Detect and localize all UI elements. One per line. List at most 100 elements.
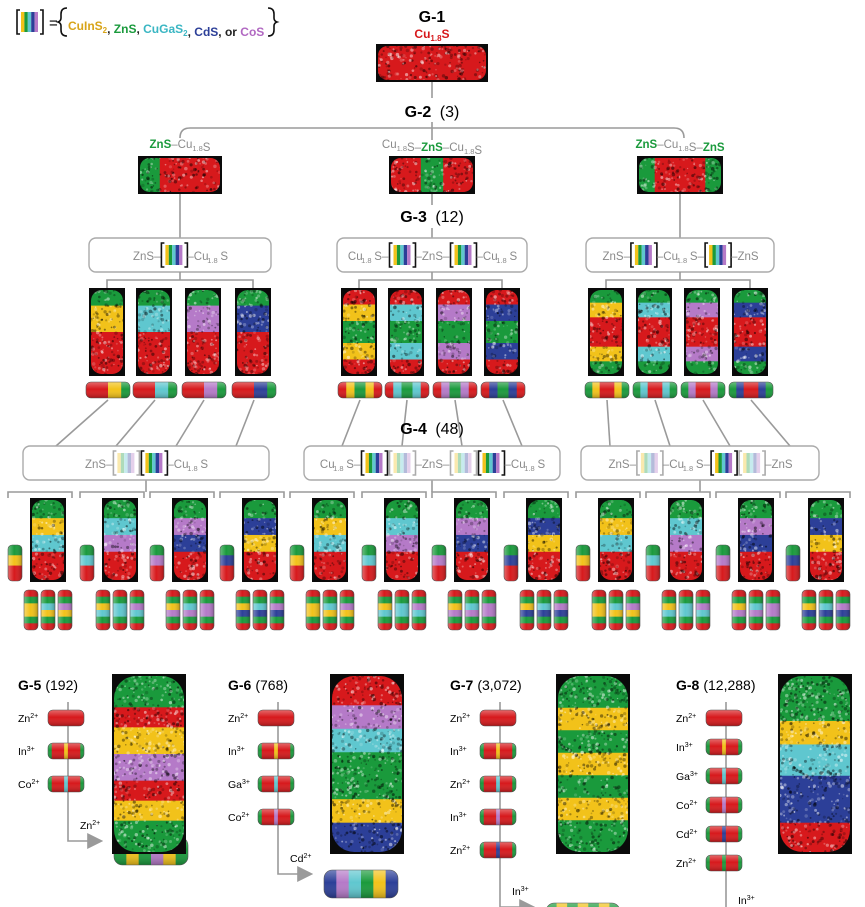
g3-header: G-3 (12) (400, 209, 464, 226)
g2-micrograph-3 (637, 156, 723, 194)
g4-rod-icon (95, 589, 111, 631)
g2-label-3: ZnS–Cu1.8S–ZnS (635, 139, 724, 154)
g1-title: G-1 (419, 9, 446, 26)
g5-micrograph (112, 674, 186, 854)
g4-side-rod-icon (715, 544, 731, 582)
g2-micrograph-2 (389, 156, 475, 194)
svg-text:1.8: 1.8 (333, 464, 343, 473)
g4-rod-icon (129, 589, 145, 631)
cation-set-icon (704, 242, 732, 268)
step-rod-icon (479, 709, 517, 727)
g4-micrograph (668, 498, 704, 582)
g5-heading: G-5(192) (18, 677, 78, 693)
svg-text:1.8: 1.8 (496, 256, 506, 265)
legend-cation-set-icon (16, 9, 44, 35)
cation-set-icon (630, 242, 658, 268)
g3-micrograph (684, 288, 720, 376)
g1-cu-rod-micrograph (376, 44, 488, 82)
g4-rod-icon (112, 589, 128, 631)
cation-set-faded-icon (388, 450, 417, 476)
svg-text:S–: S– (690, 251, 705, 263)
g4-side-rod-icon (361, 544, 377, 582)
step-rod-icon (47, 709, 85, 727)
g3-rod-icon (337, 381, 383, 399)
svg-text:ZnS–: ZnS– (609, 459, 637, 471)
step-rod-icon (705, 854, 743, 872)
g4-micrograph (738, 498, 774, 582)
g3-rod-icon (680, 381, 726, 399)
legend-equals: = (49, 15, 58, 32)
g3-micrograph (484, 288, 520, 376)
g2-count: (3) (440, 104, 460, 121)
g4-rod-icon (801, 589, 817, 631)
step-rod-icon (705, 738, 743, 756)
g6-micrograph (330, 674, 404, 854)
g3-micrograph (732, 288, 768, 376)
cation-set-faded-icon (449, 450, 478, 476)
g4-tree-lines (7, 399, 851, 498)
g4-micrograph (384, 498, 420, 582)
g5-panel: G-5(192)Zn2+In3+Co2+Zn2+ (18, 674, 189, 866)
final-cation-label: Cd2+ (290, 853, 311, 865)
final-cation-label: Zn2+ (80, 820, 100, 832)
g4-rod-icon (818, 589, 834, 631)
g2-tree-lines (179, 82, 685, 140)
g7-panel: G-7(3,072)Zn2+In3+Zn2+In3+Zn2+In3+ (450, 674, 630, 907)
g4-rod-icon (269, 589, 285, 631)
step-rod-icon (479, 742, 517, 760)
g4-micrograph (30, 498, 66, 582)
step-rod-icon (705, 825, 743, 843)
g3-rod-icon (432, 381, 478, 399)
g3-rod-icon (85, 381, 131, 399)
g3-rod-icon (584, 381, 630, 399)
step-cation-label: Zn2+ (228, 713, 248, 725)
g3-micrograph (185, 288, 221, 376)
svg-text:–Cu: –Cu (477, 251, 498, 263)
legend: = CuInS2, ZnS, CuGaS2, CdS, or CoS (16, 7, 280, 39)
g4-rods (7, 544, 851, 631)
step-cation-label: In3+ (18, 746, 35, 758)
g1-formula: Cu1.8S (414, 27, 449, 43)
svg-text:S: S (510, 251, 518, 263)
g3-micrograph (588, 288, 624, 376)
step-cation-label: Cd2+ (676, 829, 697, 841)
svg-text:G-4 (48): G-4 (48) (400, 421, 464, 438)
final-rod-icon (323, 869, 399, 899)
g4-rod-icon (695, 589, 711, 631)
svg-text:ZnS–: ZnS– (133, 251, 161, 263)
step-cation-label: In3+ (228, 746, 245, 758)
g4-rod-icon (57, 589, 73, 631)
g4-side-rod-icon (219, 544, 235, 582)
cation-set-icon (160, 242, 189, 268)
step-cation-label: Zn2+ (676, 858, 696, 870)
g4-header: G-4 (48) (400, 421, 464, 438)
g3-rod-icon (480, 381, 526, 399)
step-rod-icon (479, 841, 517, 859)
step-rod-icon (257, 808, 295, 826)
svg-text:–Cu: –Cu (187, 251, 208, 263)
g4-rod-icon (199, 589, 215, 631)
g3-rod-icon (728, 381, 774, 399)
g4-rod-icon (835, 589, 851, 631)
svg-text:–Cu: –Cu (663, 459, 684, 471)
g4-micrographs (30, 498, 844, 582)
svg-text:–Cu: –Cu (657, 251, 678, 263)
g8-heading: G-8(12,288) (676, 677, 756, 693)
cation-set-icon (388, 242, 417, 268)
g4-micrograph (598, 498, 634, 582)
cation-set-icon (449, 242, 478, 268)
svg-text:–ZnS: –ZnS (765, 459, 793, 471)
svg-text:S: S (538, 459, 546, 471)
step-cation-label: Zn2+ (450, 779, 470, 791)
svg-text:S: S (200, 459, 208, 471)
g3-rods (85, 381, 774, 399)
g4-rod-icon (40, 589, 56, 631)
g8-micrograph (778, 674, 852, 854)
g4-rod-icon (322, 589, 338, 631)
svg-text:S–: S– (696, 459, 711, 471)
g4-rod-icon (608, 589, 624, 631)
